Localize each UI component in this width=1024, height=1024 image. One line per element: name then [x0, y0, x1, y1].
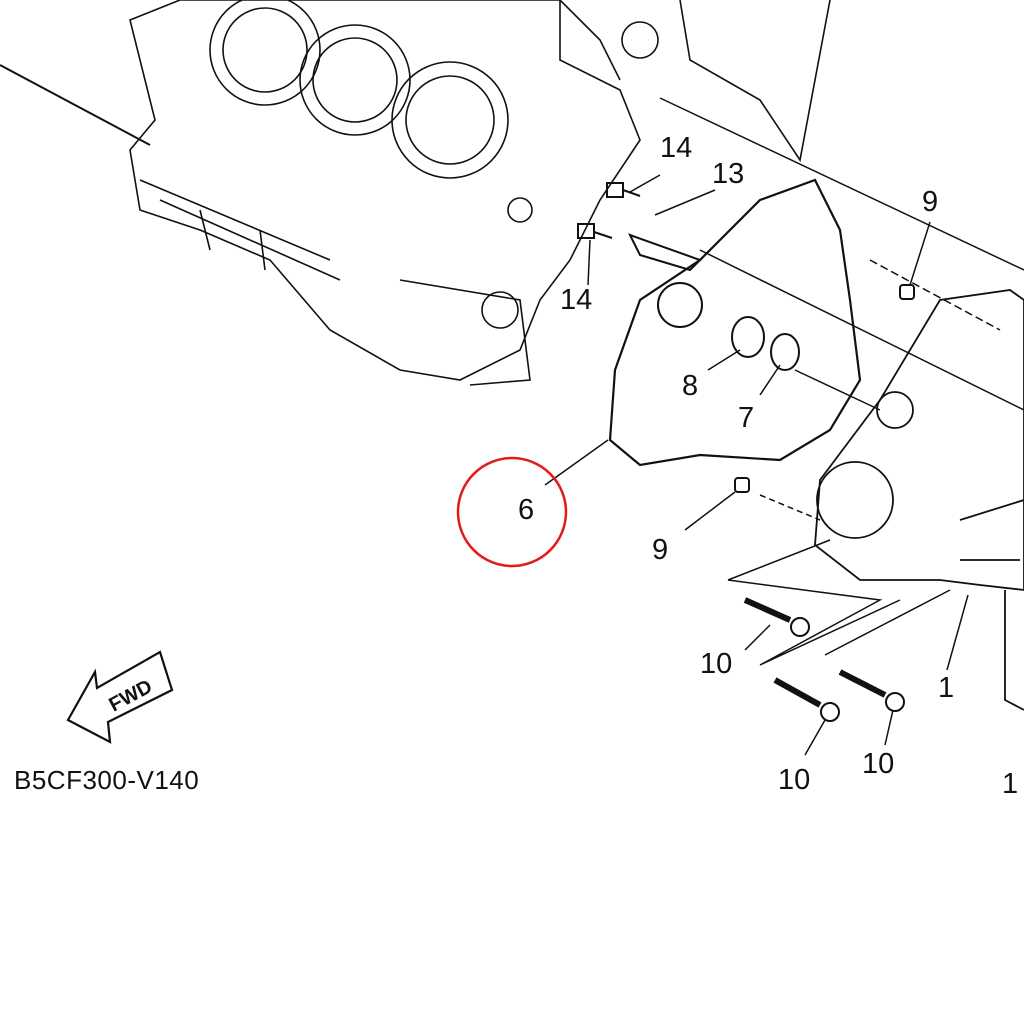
highlight-circle — [456, 456, 568, 568]
leader-line — [0, 64, 151, 146]
bracket-part-13 — [627, 233, 702, 272]
bolt-part-14 — [606, 182, 641, 198]
callout-8[interactable]: 8 — [682, 370, 699, 402]
callout-1-cropped[interactable]: 1 — [1002, 768, 1019, 800]
bolt-part-10b — [773, 677, 840, 722]
callout-1[interactable]: 1 — [938, 672, 955, 704]
callout-6[interactable]: 6 — [518, 494, 535, 526]
dowel-pin-part-9 — [899, 284, 915, 300]
gasket-hole — [657, 282, 703, 328]
diagram-code: B5CF300-V140 — [14, 765, 200, 795]
dowel-pin-part-9b — [734, 477, 750, 493]
callout-14[interactable]: 14 — [560, 284, 593, 316]
crankcase-cover-part-1 — [814, 289, 1024, 711]
gasket-part-6 — [608, 178, 862, 467]
callout-10[interactable]: 10 — [862, 748, 895, 780]
callout-7[interactable]: 7 — [738, 402, 755, 434]
fwd-arrow-icon — [66, 650, 174, 744]
seal-part-7 — [770, 333, 800, 371]
guide-lines — [659, 97, 1024, 666]
callout-10[interactable]: 10 — [778, 764, 811, 796]
bolt-part-14b — [577, 223, 613, 239]
bolt-part-10 — [743, 597, 810, 637]
callout-9[interactable]: 9 — [922, 186, 939, 218]
crankcase-block — [129, 0, 831, 386]
callout-14[interactable]: 14 — [660, 132, 693, 164]
callout-13[interactable]: 13 — [712, 158, 745, 190]
bolt-part-10c — [838, 669, 905, 712]
callout-10[interactable]: 10 — [700, 648, 733, 680]
callout-9[interactable]: 9 — [652, 534, 669, 566]
callout-leaders — [544, 174, 969, 756]
o-ring-part-8 — [731, 316, 765, 358]
